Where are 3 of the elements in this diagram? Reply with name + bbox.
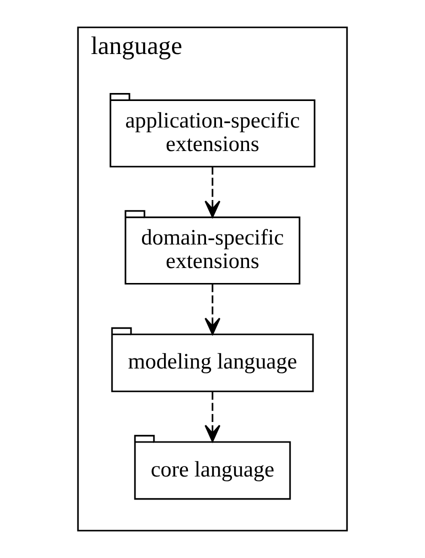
arrow [204, 392, 220, 442]
arrow [204, 166, 220, 218]
arrow [204, 284, 220, 335]
